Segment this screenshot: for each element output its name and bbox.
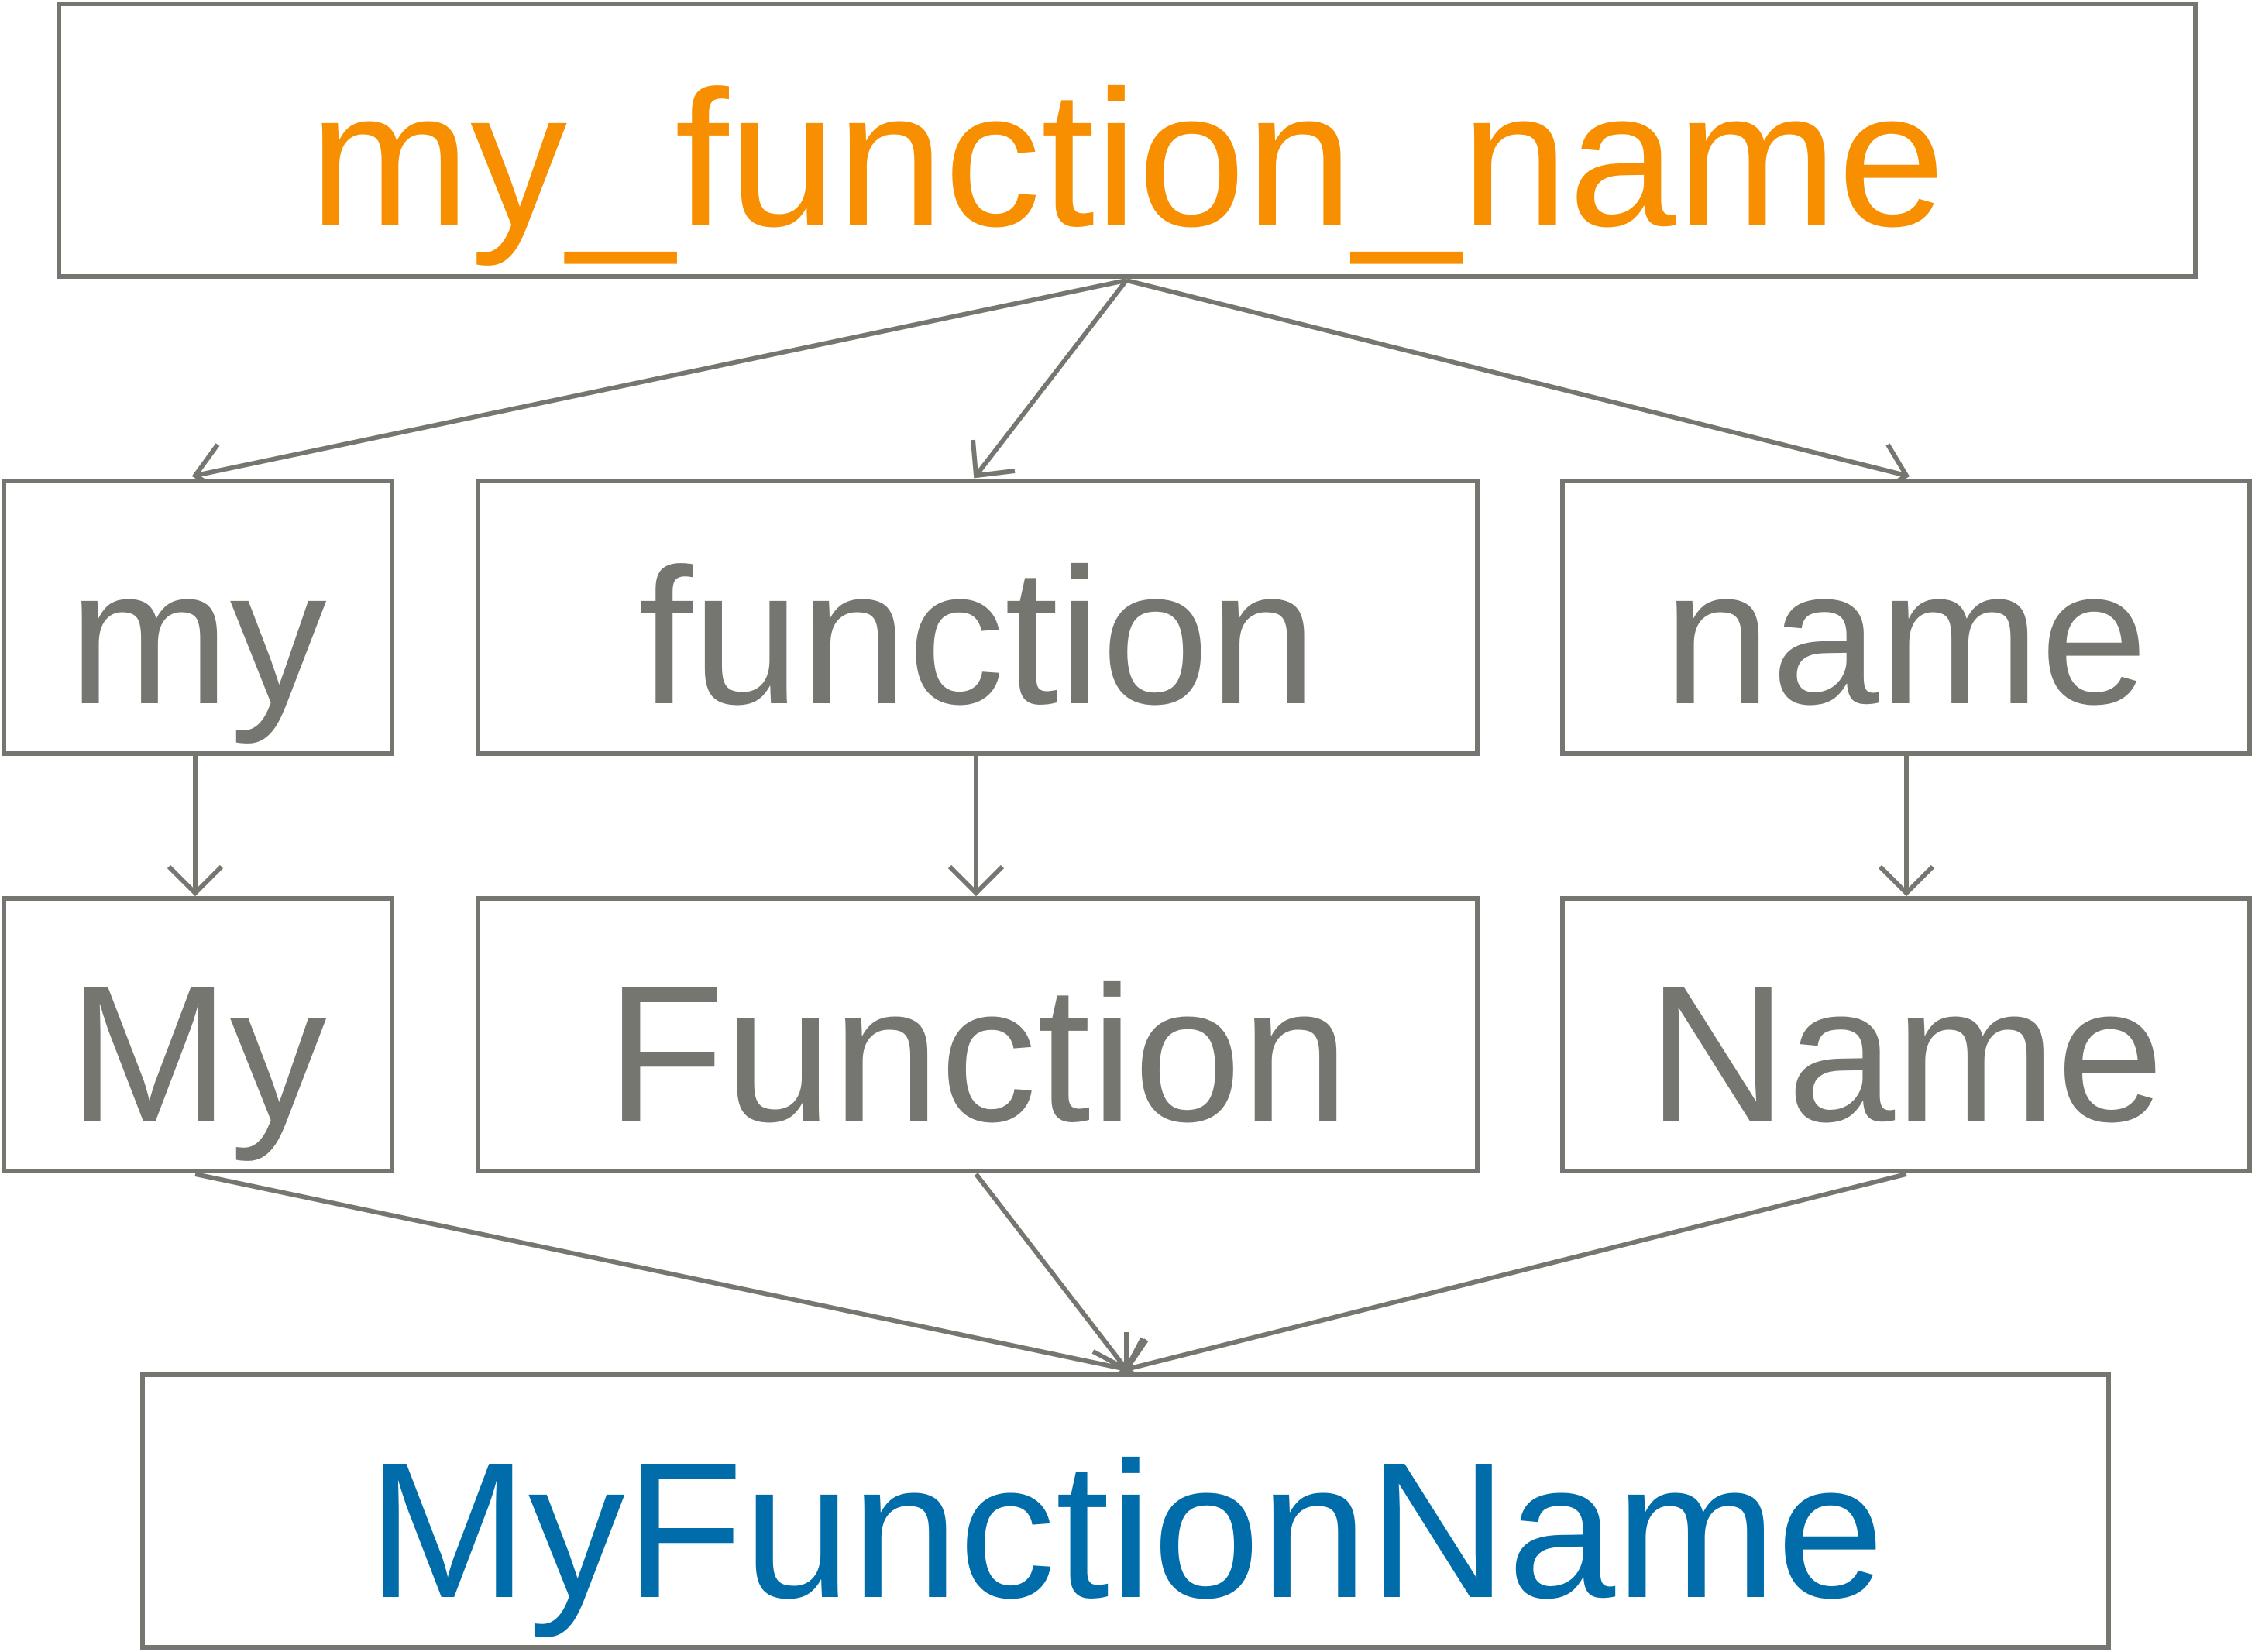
split-label-name: name: [1663, 528, 2147, 744]
split-box-name: [1560, 479, 2252, 756]
arrowhead-function: [971, 439, 1016, 479]
capitalized-box-Name: [1560, 896, 2252, 1173]
split-label-my: my: [68, 528, 326, 744]
arrowhead-Name: [1878, 864, 1935, 897]
output-node: MyFunctionName: [140, 1372, 2111, 1650]
capitalized-box-Function: [476, 896, 1480, 1173]
edge-input-to-function: [974, 279, 1129, 477]
input-label: my_function_name: [309, 50, 1945, 266]
input-node: my_function_name: [57, 2, 2198, 279]
edge-My-to-output: [194, 1172, 1127, 1372]
capitalized-node-My: My: [2, 896, 394, 1173]
capitalized-row: My Function Name: [2, 896, 2252, 1173]
capitalized-box-My: [2, 896, 394, 1173]
capitalized-node-Name: Name: [1560, 896, 2252, 1173]
edge-Function-to-output: [974, 1173, 1129, 1371]
split-box-my: [2, 479, 394, 756]
split-node-name: name: [1560, 479, 2252, 756]
edge-input-to-my: [194, 278, 1127, 478]
edge-input-to-name: [1126, 278, 1907, 478]
capitalized-label-Function: Function: [607, 946, 1349, 1162]
input-box: [57, 2, 2198, 279]
edges: [167, 278, 1935, 1392]
arrowhead-Function: [947, 864, 1005, 897]
arrowhead-My: [167, 864, 224, 897]
capitalized-node-Function: Function: [476, 896, 1480, 1173]
split-row: my function name: [2, 479, 2252, 756]
split-box-function: [476, 479, 1480, 756]
split-label-function: function: [638, 528, 1317, 744]
capitalized-label-My: My: [68, 946, 326, 1162]
split-node-function: function: [476, 479, 1480, 756]
output-label: MyFunctionName: [367, 1422, 1885, 1638]
output-box: [140, 1372, 2111, 1650]
split-node-my: my: [2, 479, 394, 756]
capitalized-label-Name: Name: [1648, 946, 2164, 1162]
edge-Name-to-output: [1126, 1172, 1907, 1372]
